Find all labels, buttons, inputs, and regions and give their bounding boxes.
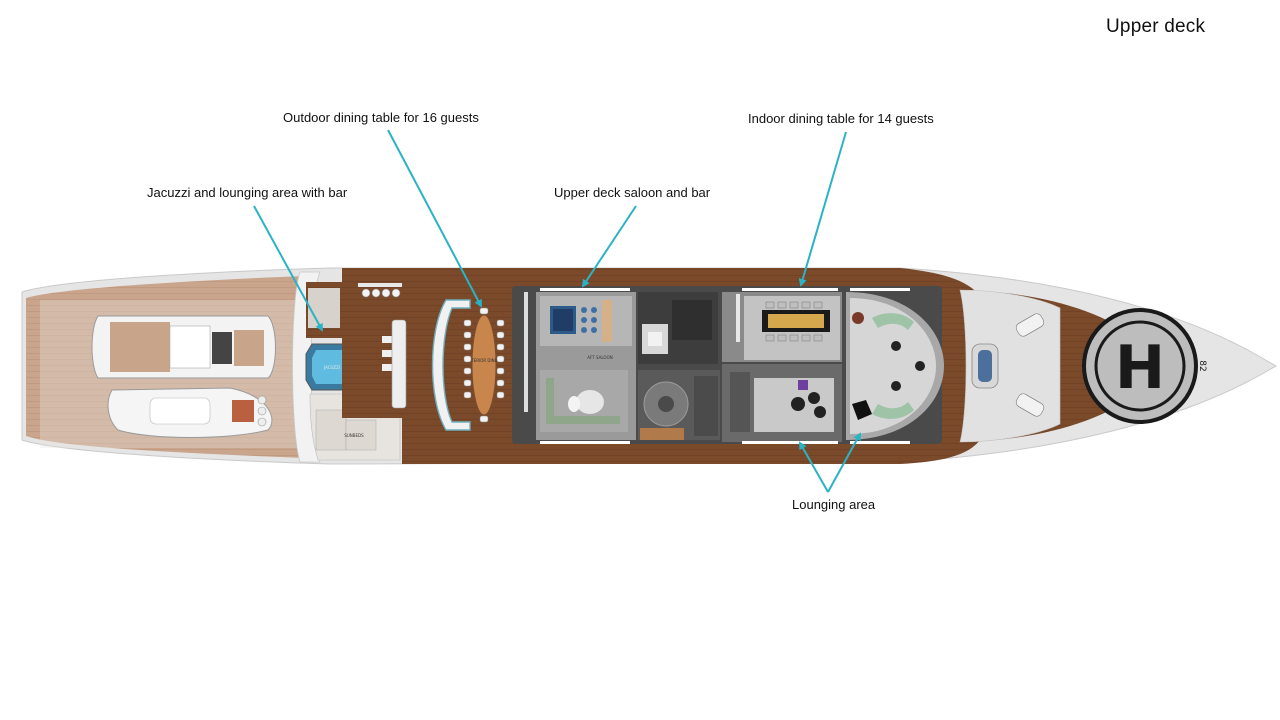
deck-stools: [358, 283, 407, 409]
plan-label-sunbeds: SUNBEDS: [344, 433, 364, 438]
callout-lines: [253, 129, 861, 493]
aft-saloon: AFT SALOON: [536, 292, 636, 440]
leader-outdoor-dining: [387, 129, 482, 308]
central-lobby: [638, 292, 720, 440]
leader-lounging-left: [799, 441, 829, 493]
leader-indoor-dining: [798, 131, 847, 287]
callout-outdoor-dining: Outdoor dining table for 16 guests: [283, 110, 479, 125]
outdoor-sofa: [431, 299, 471, 431]
window-strips: [540, 288, 910, 444]
forward-lounge: [846, 292, 944, 440]
helipad-letter: H: [1115, 333, 1165, 403]
helipad-number: 82: [1197, 360, 1207, 371]
outdoor-dining-table: EXTERIOR DINING: [463, 307, 505, 423]
leader-jacuzzi: [253, 205, 323, 332]
tender-boat-bottom: [107, 387, 273, 438]
leader-saloon: [581, 205, 637, 288]
plan-label-exterior-dining: EXTERIOR DINING: [466, 358, 502, 363]
callout-jacuzzi: Jacuzzi and lounging area with bar: [147, 185, 348, 200]
tender-boat-top: [91, 315, 276, 379]
leader-lounging-right: [827, 432, 861, 493]
callout-indoor-dining: Indoor dining table for 14 guests: [748, 111, 934, 126]
indoor-dining-room: [722, 292, 842, 362]
plan-label-jacuzzi: JACUZZI: [323, 365, 340, 370]
helipad: H 82: [1082, 308, 1207, 424]
callout-lounging: Lounging area: [792, 497, 876, 512]
plan-label-aft-saloon: AFT SALOON: [587, 355, 612, 360]
indoor-lounge-room: [722, 364, 842, 442]
page-title: Upper deck: [1106, 16, 1206, 37]
callout-saloon: Upper deck saloon and bar: [554, 185, 711, 200]
